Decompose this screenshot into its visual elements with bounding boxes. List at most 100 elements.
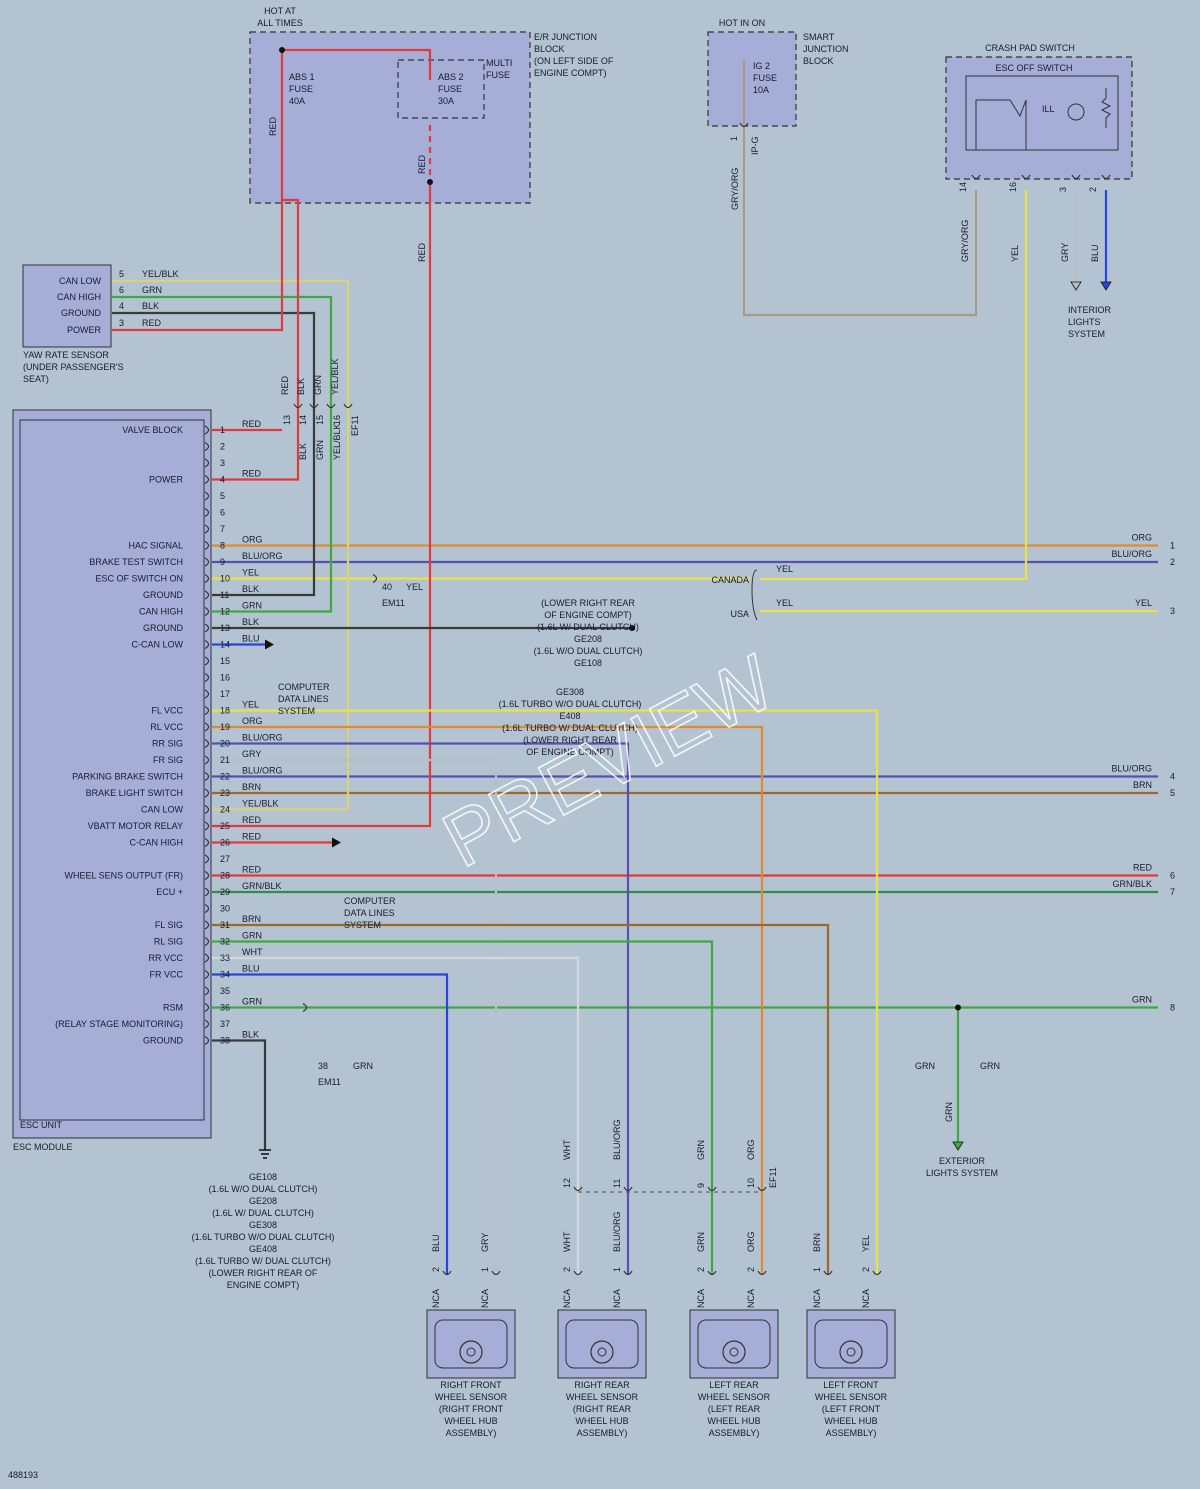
grn-junction-left: GRN bbox=[915, 1061, 935, 1071]
ef11-hook-13 bbox=[293, 403, 303, 409]
esc-pin-label-28: WHEEL SENS OUTPUT (FR) bbox=[64, 871, 183, 881]
wheel-sensor-label-1-line-0: RIGHT REAR bbox=[574, 1380, 630, 1390]
esc-pin-terminal-1 bbox=[204, 425, 210, 435]
wheel-sensor-gear-1 bbox=[590, 1340, 614, 1364]
wheel-sensor-label-2-line-3: WHEEL HUB bbox=[707, 1416, 760, 1426]
esc-pin-24: 24 bbox=[220, 805, 230, 815]
sensor-nca-7: NCA bbox=[861, 1289, 871, 1308]
abs1-fuse-label-line-2: 40A bbox=[289, 96, 305, 106]
exterior-lights-label-line-0: EXTERIOR bbox=[939, 1156, 986, 1166]
computer-data-lines-1-line-2: SYSTEM bbox=[278, 706, 315, 716]
mid-conn-pin-10: 10 bbox=[746, 1178, 756, 1188]
interior-arrow-blu bbox=[1100, 281, 1112, 291]
esc-wire-label-24: YEL/BLK bbox=[242, 799, 279, 809]
wheel-sensor-box-0 bbox=[426, 1309, 516, 1379]
esc-pin-label-38: GROUND bbox=[143, 1036, 183, 1046]
switch-pin-14: 14 bbox=[958, 182, 968, 192]
switch-wire-label-3: BLU bbox=[1090, 244, 1100, 262]
crash-pad-label: CRASH PAD SWITCH bbox=[985, 43, 1075, 53]
ef11-label: EF11 bbox=[350, 415, 360, 436]
wheel-sensor-box-3 bbox=[806, 1309, 896, 1379]
esc-pin-15: 15 bbox=[220, 656, 230, 666]
esc-pin-terminal-16 bbox=[204, 672, 210, 683]
right-output-num-3: 3 bbox=[1170, 606, 1175, 616]
esc-pin-terminal-19 bbox=[204, 722, 210, 732]
er-junction-label-line-2: (ON LEFT SIDE OF bbox=[534, 56, 614, 66]
interior-lights-label-line-1: LIGHTS bbox=[1068, 317, 1101, 327]
esc-pin-21: 21 bbox=[220, 755, 230, 765]
abs2-fuse-label-line-1: FUSE bbox=[438, 84, 462, 94]
canada-label: CANADA bbox=[711, 575, 749, 585]
ef11-wire-top-3: YEL/BLK bbox=[330, 358, 340, 395]
esc-pin-terminal-21 bbox=[204, 755, 210, 765]
sensor-pin-hook-5 bbox=[757, 1270, 767, 1276]
esc-pin-31: 31 bbox=[220, 920, 230, 930]
wheel-sensor-coil-1 bbox=[565, 1319, 639, 1369]
esc-pin-label-36: RSM bbox=[163, 1003, 183, 1013]
sensor-pin-0: 2 bbox=[431, 1267, 441, 1272]
bottom-ground-label-line-9: ENGINE COMPT) bbox=[227, 1280, 300, 1290]
sensor-nca-0: NCA bbox=[431, 1289, 441, 1308]
esc-pin-terminal-31 bbox=[204, 920, 210, 930]
sensor-pin-3: 1 bbox=[612, 1267, 622, 1272]
exterior-lights-label-line-1: LIGHTS SYSTEM bbox=[926, 1168, 998, 1178]
ip-g-label: IP-G bbox=[750, 136, 760, 155]
er-junction-label-line-0: E/R JUNCTION bbox=[534, 32, 597, 42]
esc-pin-terminal-20 bbox=[204, 738, 210, 749]
wheel-sensor-label-0-line-3: WHEEL HUB bbox=[444, 1416, 497, 1426]
esc-pin-29: 29 bbox=[220, 887, 230, 897]
mid-conn-hook-12 bbox=[573, 1186, 583, 1192]
yaw-pin-label-1: CAN HIGH bbox=[57, 292, 101, 302]
yaw-rate-sensor-box bbox=[22, 264, 112, 348]
wheel-sensor-label-3-line-4: ASSEMBLY) bbox=[826, 1428, 877, 1438]
esc-pin-terminal-17 bbox=[204, 689, 210, 699]
esc-pin-terminal-27 bbox=[204, 854, 210, 864]
em11-pin-40-wire: YEL bbox=[406, 582, 423, 592]
mid-ground-bottom-line-0: GE308 bbox=[556, 687, 584, 697]
esc-pin-label-26: C-CAN HIGH bbox=[130, 838, 184, 848]
sensor-pin-wire-1: GRY bbox=[480, 1233, 490, 1252]
mid-conn-wire-top-0: WHT bbox=[562, 1139, 572, 1160]
bottom-ground-label-line-1: (1.6L W/O DUAL CLUTCH) bbox=[209, 1184, 318, 1194]
wheel-sensor-label-1-line-2: (RIGHT REAR bbox=[573, 1404, 632, 1414]
wheel-sensor-label-3-line-1: WHEEL SENSOR bbox=[815, 1392, 888, 1402]
esc-pin-terminal-4 bbox=[204, 474, 210, 485]
mid-ground-bottom-line-2: E408 bbox=[559, 711, 580, 721]
yaw-wire-label-3: RED bbox=[142, 318, 162, 328]
mid-ground-top-line-2: (1.6L W/ DUAL CLUTCH) bbox=[537, 622, 639, 632]
wheel-sensor-label-1-line-1: WHEEL SENSOR bbox=[566, 1392, 639, 1402]
esc-pin-label-9: BRAKE TEST SWITCH bbox=[89, 557, 183, 567]
mid-ground-bottom-line-4: (LOWER RIGHT REAR bbox=[523, 735, 617, 745]
esc-pin-35: 35 bbox=[220, 986, 230, 996]
mid-ground-bottom-line-5: OF ENGINE COMPT) bbox=[526, 747, 614, 757]
ef11-pin-16: 16 bbox=[332, 415, 342, 425]
wire-fl-vcc bbox=[212, 709, 879, 1275]
figure-id: 488193 bbox=[8, 1470, 38, 1480]
switch-pin-2: 2 bbox=[1088, 187, 1098, 192]
sensor-pin-wire-6: BRN bbox=[812, 1233, 822, 1252]
canada-usa-brace bbox=[751, 569, 758, 621]
esc-module-label-line-0: ESC MODULE bbox=[13, 1142, 73, 1152]
ef11-hook-14 bbox=[309, 403, 319, 409]
wire-vbatt-motor bbox=[212, 180, 432, 828]
abs1-fuse-label-line-0: ABS 1 bbox=[289, 72, 315, 82]
fuse-feed-dot bbox=[279, 47, 285, 53]
multi-fuse-label-line-1: FUSE bbox=[486, 70, 510, 80]
wire-ground-38 bbox=[212, 1039, 267, 1150]
mid-ground-bottom-line-1: (1.6L TURBO W/O DUAL CLUTCH) bbox=[499, 699, 642, 709]
wire-rr-vcc bbox=[212, 956, 580, 1275]
right-output-num-5: 5 bbox=[1170, 788, 1175, 798]
esc-pin-terminal-8 bbox=[204, 540, 210, 551]
wheel-sensor-coil-3 bbox=[814, 1319, 888, 1369]
indicator-lamp bbox=[1067, 103, 1085, 121]
component-boxes bbox=[12, 31, 1133, 1139]
esc-wire-label-26: RED bbox=[242, 832, 262, 842]
em11-pin-40: 40 bbox=[382, 582, 392, 592]
esc-wire-label-36: GRN bbox=[242, 997, 262, 1007]
esc-pin-label-29: ECU + bbox=[156, 887, 183, 897]
esc-pin-terminal-2 bbox=[204, 441, 210, 452]
smart-junction-label-line-1: JUNCTION bbox=[803, 44, 849, 54]
interior-arrow-gry bbox=[1070, 281, 1082, 291]
